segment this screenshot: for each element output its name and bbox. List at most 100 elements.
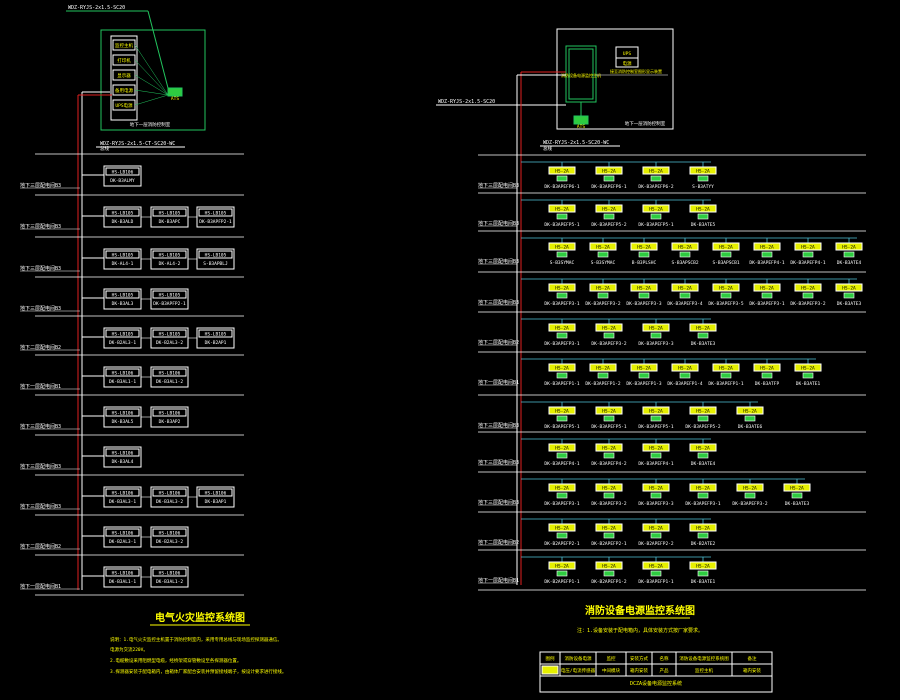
left-detector-inner bbox=[198, 208, 233, 217]
right-module-label: HS-2A bbox=[760, 366, 774, 372]
right-module-label: HS-2A bbox=[637, 366, 651, 372]
right-module-label: HS-2A bbox=[555, 169, 569, 175]
right-module-box bbox=[548, 561, 576, 570]
right-device-id: DK-B3APEFP5-2 bbox=[685, 424, 721, 430]
right-sensor-box bbox=[697, 213, 709, 220]
right-sensor-box bbox=[556, 570, 568, 577]
right-module-label: HS-2A bbox=[842, 286, 856, 292]
left-detector-model: HS-LB105 bbox=[159, 253, 181, 259]
left-detector-model: HS-LB106 bbox=[159, 571, 181, 577]
right-device-id: DK-B3APEFP3-1 bbox=[544, 501, 580, 507]
left-detector-inner bbox=[198, 329, 233, 338]
left-row-floor-label: 地下三层配电间B3 bbox=[20, 463, 61, 470]
right-module-label: HS-2A bbox=[555, 409, 569, 415]
left-detector-id: DK-B2AP1 bbox=[205, 340, 227, 346]
right-device-id: DK-B3APEFP4-2 bbox=[591, 461, 627, 467]
right-host-ups-label: UPS bbox=[623, 51, 631, 57]
left-detector-inner bbox=[152, 290, 187, 299]
right-module-label: HS-2A bbox=[743, 409, 757, 415]
right-sensor-box bbox=[720, 292, 732, 299]
left-detector-model: HS-LB106 bbox=[112, 571, 134, 577]
right-module-box bbox=[548, 242, 576, 251]
right-device-id: DK-B3APEFP1-3 bbox=[626, 381, 662, 387]
right-device-id: DK-B3APEFP1-1 bbox=[638, 579, 674, 585]
right-module-label: HS-2A bbox=[696, 326, 710, 332]
right-device-id: S-B3ATYY bbox=[692, 184, 714, 190]
right-module-label: HS-2A bbox=[678, 286, 692, 292]
right-sensor-box bbox=[603, 532, 615, 539]
left-detector-inner bbox=[152, 208, 187, 217]
right-device-id: DK-B3APEFP3-1 bbox=[544, 341, 580, 347]
right-title-block-footer: DCZA设备电源监控系统 bbox=[630, 680, 682, 687]
left-detector-id: S-B3APBLJ bbox=[203, 261, 228, 267]
right-module-box bbox=[689, 443, 717, 452]
right-module-box bbox=[548, 406, 576, 415]
left-host-enclosure bbox=[100, 29, 206, 131]
left-detector-model: HS-LB106 bbox=[205, 491, 227, 497]
right-ats-label: ATS bbox=[577, 124, 585, 130]
right-module-box bbox=[753, 363, 781, 372]
right-device-id: DK-B2ATE2 bbox=[691, 541, 716, 547]
right-module-box bbox=[753, 242, 781, 251]
left-detector-id: DK-AL4-1 bbox=[112, 261, 134, 267]
left-detector-inner bbox=[152, 408, 187, 417]
left-detector-model: HS-LB106 bbox=[159, 491, 181, 497]
left-row-floor-label: 地下三层配电间B3 bbox=[20, 503, 61, 510]
right-row-floor-label: 地下三层配电间B3 bbox=[478, 220, 519, 227]
left-detector-inner bbox=[152, 488, 187, 497]
left-detector-inner bbox=[152, 568, 187, 577]
right-module-box bbox=[548, 323, 576, 332]
right-module-label: HS-2A bbox=[719, 366, 733, 372]
left-note-3: 2.电缆敷设采用阻燃型电缆，经桥架或穿管敷设至各探测器位置。 bbox=[110, 657, 241, 664]
right-device-id: DK-B3ATE3 bbox=[837, 301, 862, 307]
right-device-id: DK-B3ATE3 bbox=[785, 501, 810, 507]
right-module-label: HS-2A bbox=[649, 564, 663, 570]
right-device-id: DK-B3APEFP3-3 bbox=[638, 341, 674, 347]
left-detector-id: DK-B3ALMY bbox=[110, 178, 135, 184]
right-module-box bbox=[689, 523, 717, 532]
right-device-id: DK-B3APEFP5-1 bbox=[638, 424, 674, 430]
right-note: 注：1.设备安装于配电箱内，具体安装方式按厂家要求。 bbox=[577, 627, 703, 634]
right-module-box bbox=[736, 406, 764, 415]
right-title-block-cell: 箱内安装 bbox=[630, 667, 648, 674]
right-sensor-box bbox=[697, 570, 709, 577]
right-device-id: DK-B3APEFP4-1 bbox=[749, 260, 785, 266]
right-module-label: HS-2A bbox=[649, 326, 663, 332]
right-module-box bbox=[642, 561, 670, 570]
right-module-box bbox=[595, 483, 623, 492]
right-sensor-box bbox=[603, 175, 615, 182]
right-module-label: HS-2A bbox=[602, 446, 616, 452]
left-row-floor-label: 地下三层配电间B3 bbox=[20, 223, 61, 230]
left-detector-id: DK-B3APC bbox=[159, 219, 181, 225]
right-sensor-box bbox=[650, 532, 662, 539]
right-module-box bbox=[794, 283, 822, 292]
right-module-label: HS-2A bbox=[596, 286, 610, 292]
right-module-box bbox=[595, 323, 623, 332]
left-host-caption: 地下一层消防控制室 bbox=[130, 121, 171, 128]
right-device-id: B-B3PLSHC bbox=[632, 260, 657, 266]
left-detector-id: DK-B3AL1-1 bbox=[109, 579, 136, 585]
left-diagram-title: 电气火灾监控系统图 bbox=[155, 611, 245, 624]
right-device-id: S-B3APSCB2 bbox=[671, 260, 698, 266]
right-sensor-box bbox=[556, 292, 568, 299]
left-row-floor-label: 地下二层配电间B2 bbox=[20, 543, 61, 550]
left-detector-model: HS-LB105 bbox=[112, 293, 134, 299]
right-module-box bbox=[671, 363, 699, 372]
left-top-cable-drop bbox=[147, 10, 169, 89]
left-note-4: 3.探测器安装于配电箱内，由箱体厂家配合安装并预留接线端子，按设计要求进行接线。 bbox=[110, 668, 286, 675]
right-module-box bbox=[642, 204, 670, 213]
right-sensor-box bbox=[679, 251, 691, 258]
left-row-floor-label: 地下三层配电间B3 bbox=[20, 182, 61, 189]
right-module-box bbox=[753, 283, 781, 292]
right-sensor-box bbox=[697, 452, 709, 459]
left-ats-label: ATS bbox=[171, 96, 179, 102]
right-host-power-label: 电源 bbox=[623, 60, 632, 67]
right-device-id: DK-B3APEFP6-2 bbox=[638, 184, 674, 190]
right-device-id: DK-B3APEFP5-1 bbox=[544, 222, 580, 228]
right-sensor-box bbox=[761, 372, 773, 379]
right-sensor-box bbox=[697, 415, 709, 422]
left-detector-id: DK-B2AL3-1 bbox=[109, 340, 136, 346]
right-sensor-box bbox=[650, 492, 662, 499]
left-host-item-label: 打印机 bbox=[117, 57, 131, 64]
